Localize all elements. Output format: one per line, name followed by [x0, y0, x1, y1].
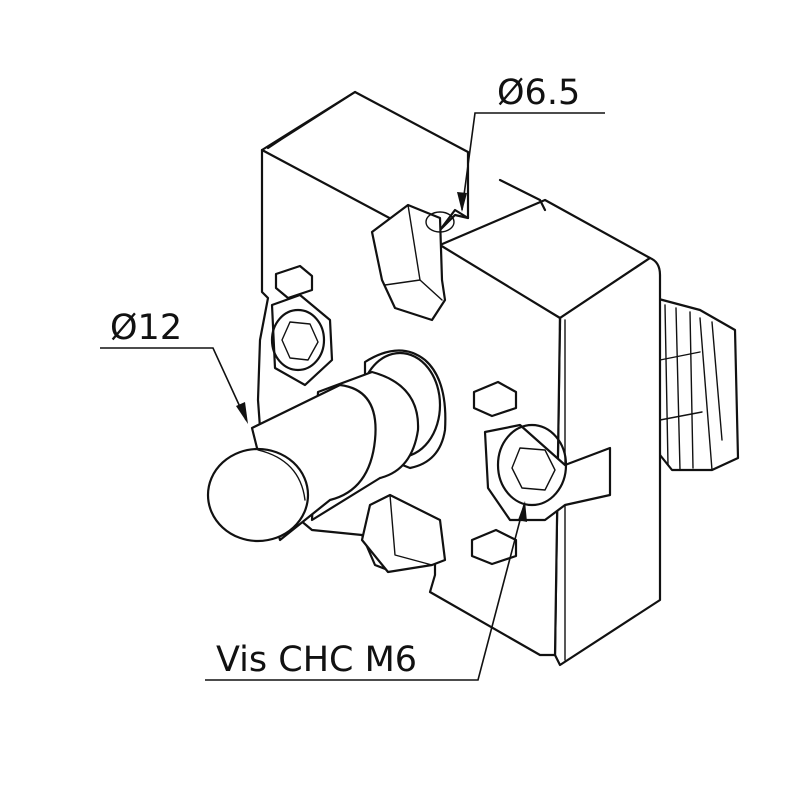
leader-hole-diameter	[457, 112, 605, 212]
left-hex-socket	[270, 264, 334, 387]
upper-hex-slot	[370, 203, 455, 322]
right-hex-socket	[470, 380, 612, 566]
leader-screw	[205, 501, 527, 681]
screw-label: Vis CHC M6	[216, 640, 418, 680]
block-body	[256, 90, 662, 667]
rear-clamp-nut	[653, 296, 740, 472]
hole-diameter-label: Ø6.5	[497, 73, 581, 113]
lower-hex-slot	[360, 493, 447, 574]
center-pin	[206, 349, 447, 543]
pin-diameter-label: Ø12	[110, 308, 183, 348]
leader-pin-diameter	[100, 347, 248, 424]
